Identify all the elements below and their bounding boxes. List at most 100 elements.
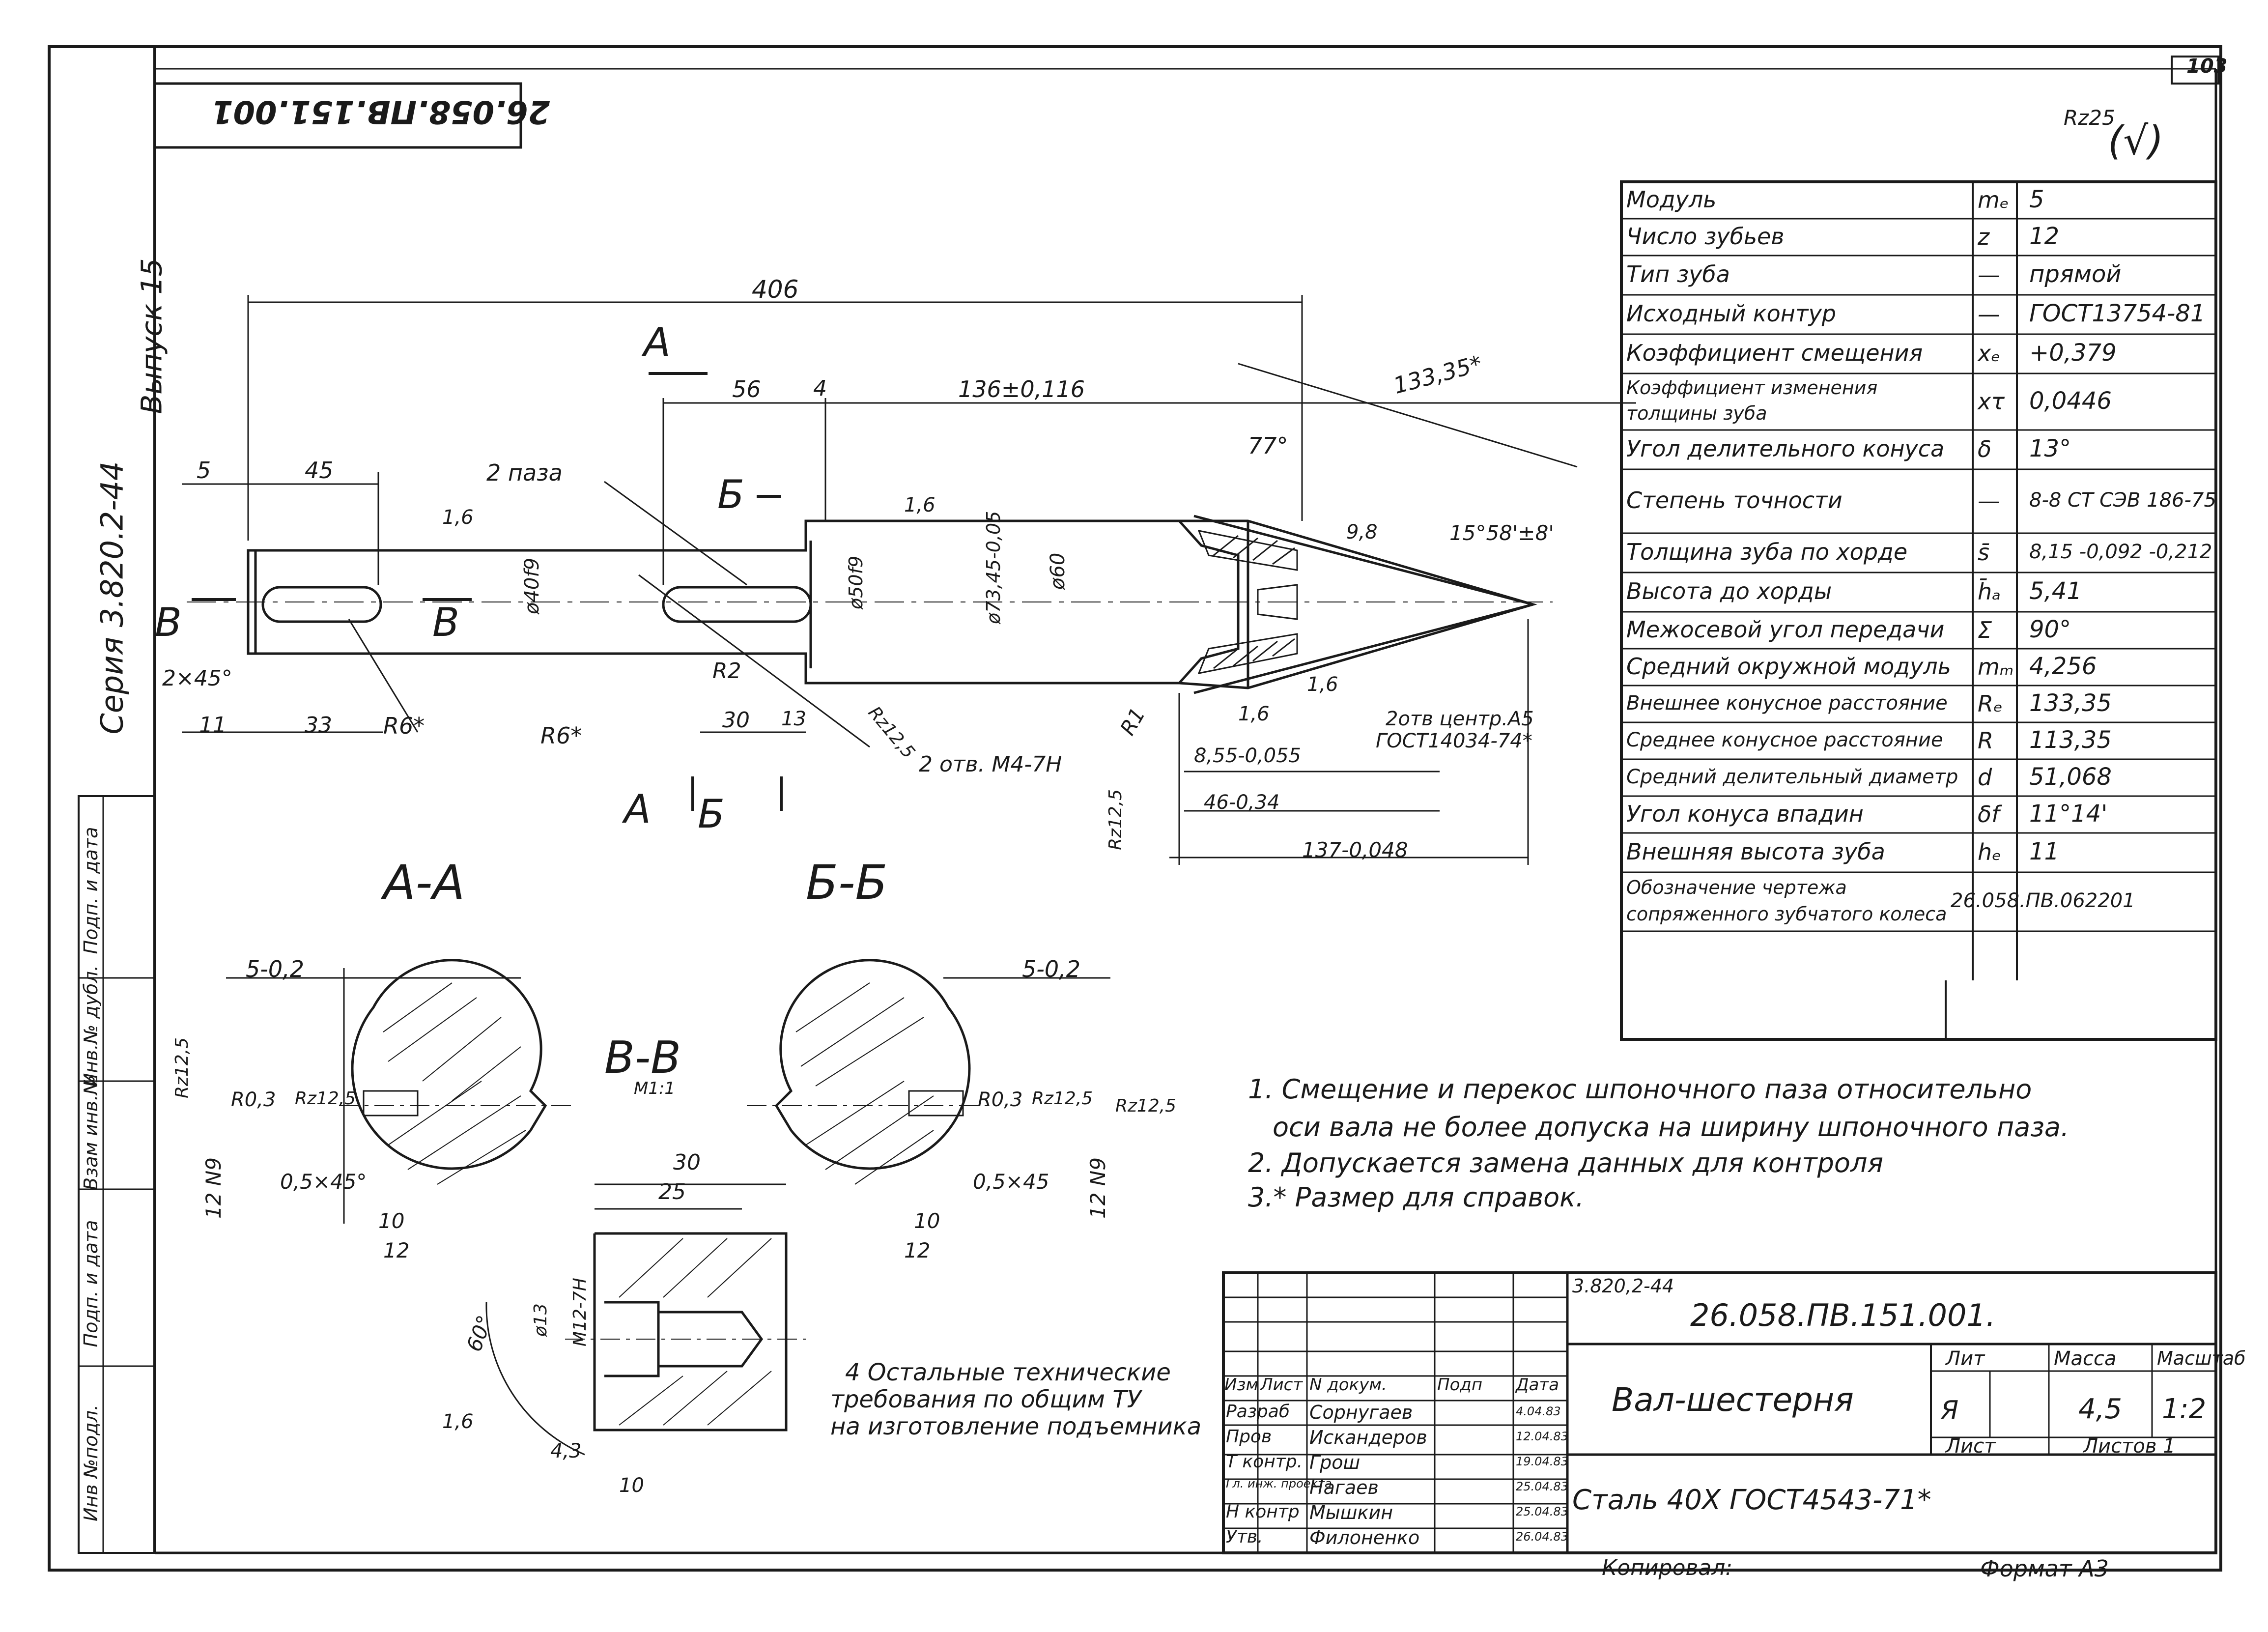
dimension-label: 406 [752, 275, 799, 304]
dimension-label: 15°58'±8' [1449, 521, 1554, 545]
param-value: ГОСТ13754-81 [2029, 300, 2206, 328]
param-value: 5 [2029, 185, 2044, 213]
section-label: 25 [658, 1179, 686, 1204]
section-label: ø13 [531, 1303, 551, 1337]
dimension-label: 77° [1248, 432, 1288, 459]
section-label: 0,5×45 [973, 1170, 1049, 1194]
param-name: Степень точности [1626, 487, 1843, 514]
dimension-label: В [432, 600, 459, 645]
sheet-number: 103 [2186, 55, 2228, 78]
param-symbol: δ [1978, 436, 1992, 462]
margin-cell-label: Инв.№ дубл. [80, 965, 102, 1087]
dimension-label: ø60 [1047, 552, 1069, 590]
param-name: Внешнее конусное расстояние [1626, 691, 1948, 715]
param-symbol: hₑ [1978, 839, 2002, 865]
dimension-lines [182, 295, 1636, 865]
section-label: Rz12,5 [172, 1037, 192, 1098]
note-line: 1. Смещение и перекос шпоночного паза от… [1248, 1074, 2032, 1105]
sheet-number-box [2171, 56, 2219, 85]
section-label: В-В [604, 1032, 681, 1084]
param-symbol: mₘ [1978, 653, 2014, 680]
issue-label: Выпуск 15 [135, 258, 169, 414]
param-value: 11 [2029, 838, 2060, 866]
dimension-label: 1,6 [1307, 673, 1338, 696]
general-roughness-note: (√) [2108, 118, 2164, 164]
param-value: 90° [2029, 615, 2071, 643]
tb-copied: Копировал: [1602, 1555, 1733, 1580]
param-value: 12 [2029, 222, 2060, 250]
tb-lit-label: Лит [1946, 1347, 1985, 1370]
tb-head-cell: Лист [1260, 1375, 1303, 1395]
dimension-label: 5 [197, 457, 211, 484]
tb-mass-value: 4,5 [2078, 1393, 2123, 1425]
dimension-label: 46-0,34 [1204, 791, 1280, 814]
param-name: Средний делительный диаметр [1626, 765, 1958, 788]
tb-date: 25.04.83 [1516, 1505, 1568, 1518]
param-value: 0,0446 [2029, 387, 2112, 415]
param-name: Исходный контур [1626, 300, 1837, 327]
dimension-label: В [155, 600, 182, 645]
section-label: R0,3 [978, 1088, 1023, 1111]
tb-date: 19.04.83 [1516, 1455, 1568, 1468]
section-label: 5-0,2 [1022, 956, 1081, 982]
section-label: М1:1 [634, 1079, 676, 1098]
tb-scale-label: Масштаб [2157, 1347, 2246, 1369]
param-value: 4,256 [2029, 652, 2097, 680]
param-value: прямой [2029, 260, 2122, 288]
rotated-stamp-box [153, 82, 522, 149]
margin-cell-label: Подп. и дата [80, 1220, 102, 1347]
param-name: Модуль [1626, 186, 1717, 213]
param-symbol: — [1978, 261, 2000, 288]
tb-head-cell: Изм [1224, 1375, 1259, 1395]
param-name: Угол делительного конуса [1626, 435, 1945, 462]
params-table-rows [1621, 218, 2216, 932]
section-label: 30 [673, 1150, 701, 1175]
dimension-label: 4 [813, 376, 827, 401]
param-value: 8,15 -0,092 -0,212 [2029, 541, 2212, 564]
note-line: 2. Допускается замена данных для контрол… [1248, 1147, 1883, 1178]
dimension-label: 136±0,116 [958, 376, 1085, 402]
note-line: 3.* Размер для справок. [1248, 1182, 1584, 1213]
cone-hatching [1197, 529, 1298, 675]
dimension-label: R6* [383, 713, 425, 739]
param-symbol: xτ [1978, 388, 2005, 415]
param-symbol: R [1978, 727, 1993, 754]
section-label: R0,3 [231, 1088, 276, 1111]
dimension-label: 11 [199, 713, 227, 738]
dimension-label: ø40f9 [521, 558, 543, 614]
tb-format: Формат А3 [1980, 1555, 2109, 1582]
param-symbol: Rₑ [1978, 690, 2003, 717]
tb-scale-value: 1:2 [2162, 1393, 2207, 1425]
dimension-label: 45 [305, 457, 334, 484]
section-label: 4,3 [550, 1440, 582, 1462]
dimension-label: Б [698, 791, 725, 837]
param-name: Коэффициент изменения толщины зуба [1626, 377, 1878, 424]
param-value: 5,41 [2029, 577, 2082, 605]
tb-series-code: 3.820,2-44 [1572, 1275, 1674, 1297]
param-value: 26.058.ПВ.062201 [1951, 889, 2135, 913]
section-bb-drawing [747, 959, 1110, 1185]
section-label: 10 [619, 1474, 644, 1497]
dimension-label: 8,55-0,055 [1194, 744, 1302, 767]
dimension-label: 1,6 [442, 506, 474, 529]
dimension-label: 56 [732, 376, 761, 402]
tb-head-cell: N докум. [1309, 1375, 1387, 1395]
params-table-grid [1620, 180, 2217, 1041]
tb-material: Сталь 40Х ГОСТ4543-71* [1572, 1484, 1931, 1516]
param-symbol: — [1978, 301, 2000, 327]
param-symbol: h̄ₐ [1978, 578, 2001, 605]
tb-mass-label: Масса [2054, 1347, 2117, 1370]
dimension-label: Б [717, 472, 744, 517]
tb-part-name: Вал-шестерня [1612, 1381, 1854, 1419]
margin-cell-label: Взам инв.№ [80, 1075, 102, 1190]
param-name: Среднее конусное расстояние [1626, 728, 1943, 751]
dimension-label: R6* [540, 722, 582, 749]
tb-role: Н контр [1226, 1502, 1300, 1522]
dimension-label: R2 [712, 659, 741, 684]
note-line: оси вала не более допуска на ширину шпон… [1273, 1112, 2070, 1143]
param-name: Коэффициент смещения [1626, 340, 1923, 367]
tb-name: Нагаев [1309, 1477, 1379, 1498]
param-name: Средний окружной модуль [1626, 653, 1951, 680]
dimension-label: 13 [781, 708, 806, 730]
dimension-label: 1,6 [904, 494, 936, 516]
